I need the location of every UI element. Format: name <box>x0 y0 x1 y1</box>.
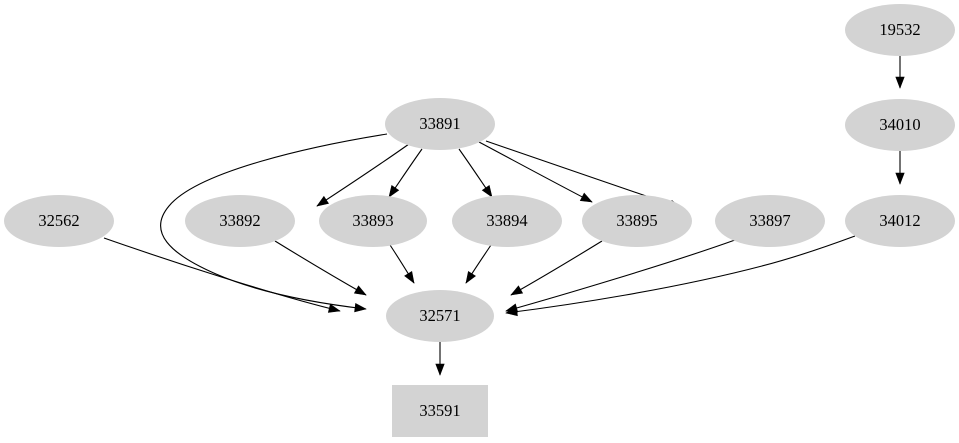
graph-node-33895[interactable]: 33895 <box>582 195 692 247</box>
node-ellipse[interactable] <box>452 195 562 247</box>
edge-arrowhead <box>505 306 518 317</box>
graph-node-33892[interactable]: 33892 <box>185 195 295 247</box>
graph-node-33591[interactable]: 33591 <box>392 385 488 437</box>
graph-node-33891[interactable]: 33891 <box>385 98 495 150</box>
graph-edge-33894-to-32571 <box>465 244 492 284</box>
node-ellipse[interactable] <box>386 290 494 342</box>
graph-edge-34012-to-32571 <box>505 235 856 317</box>
edge-arrowhead <box>895 76 905 89</box>
graph-node-19532[interactable]: 19532 <box>845 4 955 56</box>
graph-edge-33893-to-32571 <box>389 244 415 284</box>
edge-line <box>505 239 736 312</box>
edge-arrowhead <box>579 192 593 203</box>
edge-line <box>160 133 388 310</box>
edge-arrowhead <box>465 270 476 284</box>
edge-line <box>103 237 341 312</box>
edge-arrowhead <box>435 363 445 376</box>
graph-node-34010[interactable]: 34010 <box>845 99 955 151</box>
edge-arrowhead <box>388 185 400 198</box>
graph-node-33893[interactable]: 33893 <box>319 195 427 247</box>
graph-node-34012[interactable]: 34012 <box>845 195 955 247</box>
edge-line <box>478 141 593 203</box>
node-ellipse[interactable] <box>4 195 114 247</box>
edge-arrowhead <box>353 285 367 296</box>
node-ellipse[interactable] <box>582 195 692 247</box>
graph-edge-33891-to-33893 <box>388 148 423 198</box>
edge-arrowhead <box>354 303 367 313</box>
node-ellipse[interactable] <box>319 195 427 247</box>
node-ellipse[interactable] <box>845 195 955 247</box>
edge-arrowhead <box>327 303 341 313</box>
graph-edge-32571-to-33591 <box>435 342 445 376</box>
graph-node-33897[interactable]: 33897 <box>715 195 825 247</box>
graph-node-32571[interactable]: 32571 <box>386 290 494 342</box>
node-rect[interactable] <box>392 385 488 437</box>
edge-arrowhead <box>481 185 493 198</box>
graph-node-33894[interactable]: 33894 <box>452 195 562 247</box>
graph-edge-33891-to-33892 <box>316 143 410 207</box>
edge-arrowhead <box>895 172 905 185</box>
graph-edge-33895-to-32571 <box>510 240 603 296</box>
edge-arrowhead <box>316 195 329 207</box>
graph-edge-33891-to-33895 <box>478 141 593 203</box>
nodes-layer: 33891 32562 33892 33893 33894 33895 33897 32571… <box>4 4 955 437</box>
graph-node-32562[interactable]: 32562 <box>4 195 114 247</box>
graph-edge-34010-to-34012 <box>895 151 905 185</box>
edge-arrowhead <box>404 270 415 284</box>
node-ellipse[interactable] <box>715 195 825 247</box>
graph-edge-33891-to-32571 <box>160 133 388 313</box>
edge-line <box>274 240 367 296</box>
graph-edge-32562-to-32571 <box>103 237 341 313</box>
graph-edge-19532-to-34010 <box>895 56 905 89</box>
edge-line <box>505 235 856 314</box>
edge-arrowhead <box>510 285 524 296</box>
node-ellipse[interactable] <box>845 99 955 151</box>
node-ellipse[interactable] <box>845 4 955 56</box>
edge-line <box>316 143 410 207</box>
graph-edge-33897-to-32571 <box>505 239 736 313</box>
node-ellipse[interactable] <box>185 195 295 247</box>
node-ellipse[interactable] <box>385 98 495 150</box>
graph-edge-33891-to-33894 <box>458 148 493 198</box>
graph-edge-33892-to-32571 <box>274 240 367 296</box>
